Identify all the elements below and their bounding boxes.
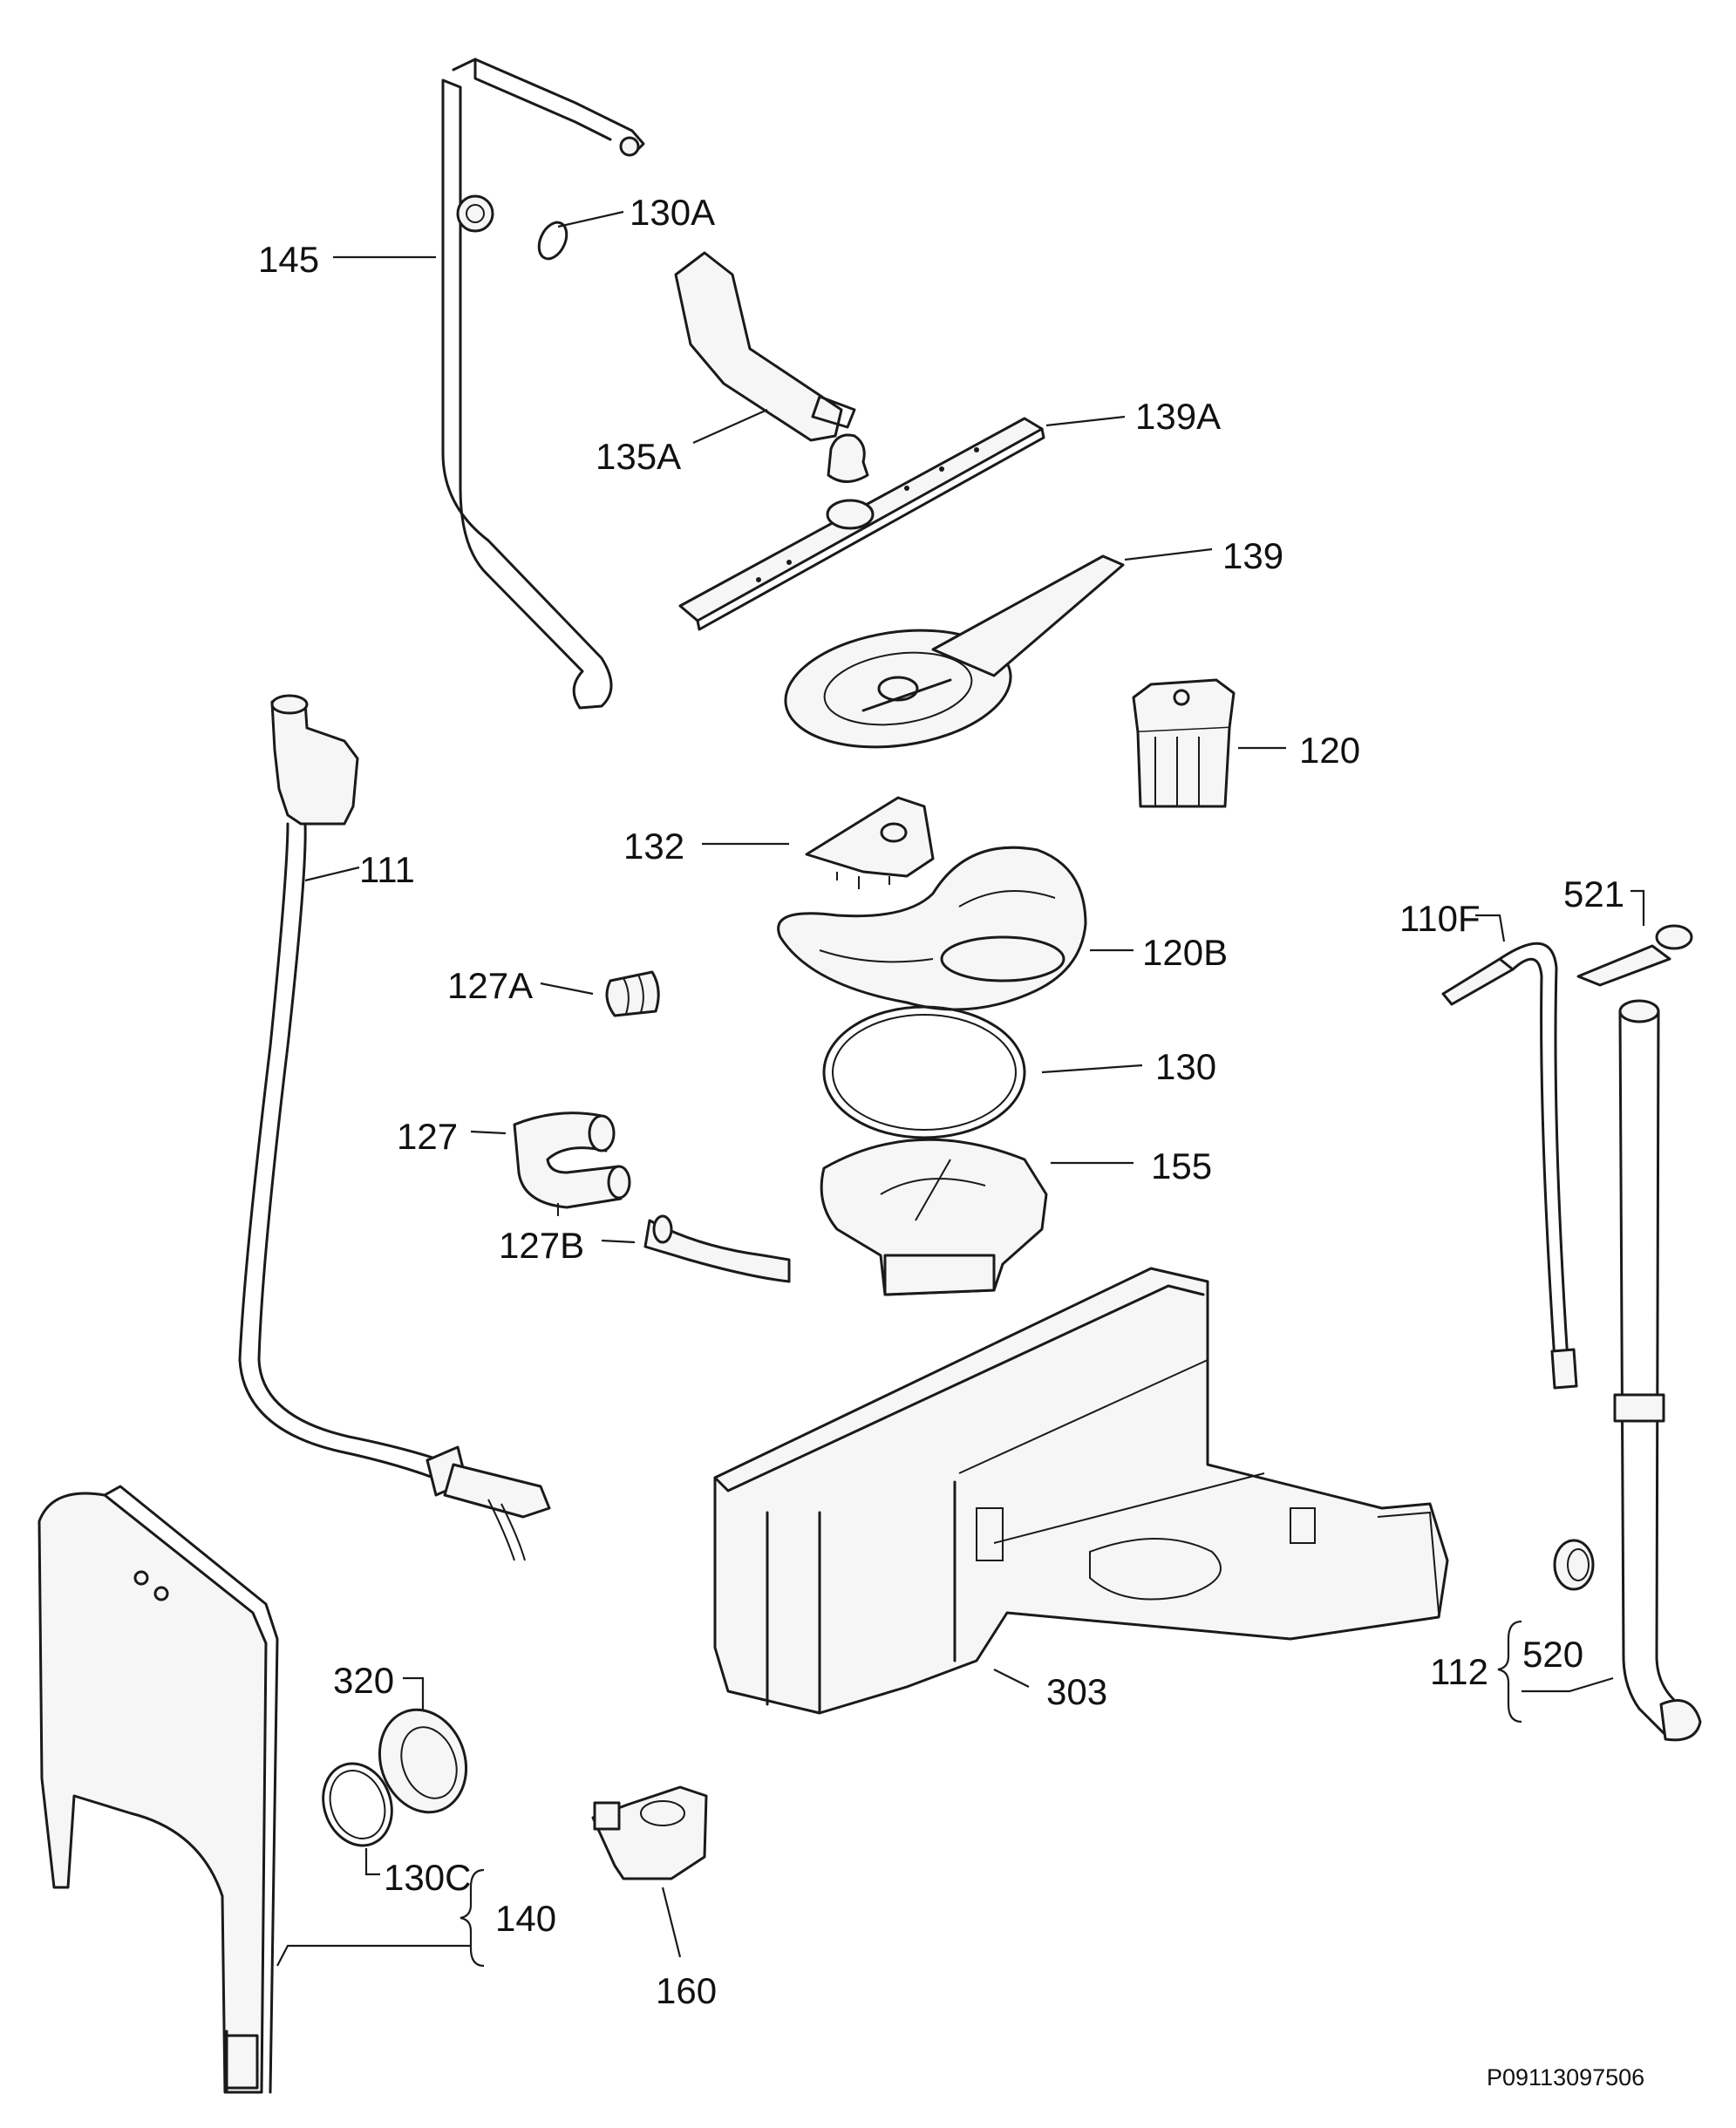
part-139A-upper-spray-arm (678, 417, 1045, 631)
label-139: 139 (1222, 535, 1283, 576)
label-160: 160 (656, 1970, 717, 2011)
label-521: 521 (1563, 874, 1624, 914)
part-320-ring-seal (378, 1708, 468, 1814)
part-120B-micro-filter (777, 846, 1087, 1011)
label-132: 132 (623, 826, 684, 867)
label-110F: 110F (1399, 898, 1481, 939)
leader-lines (276, 210, 1645, 1967)
label-135A: 135A (596, 436, 681, 477)
label-140: 140 (495, 1898, 556, 1939)
part-130C-o-ring (322, 1762, 393, 1847)
part-110F-hose-pipe (1441, 942, 1578, 1390)
label-130C: 130C (384, 1857, 471, 1898)
label-127: 127 (397, 1116, 458, 1157)
part-130-gasket (822, 1005, 1026, 1139)
part-139-lower-spray-arm (784, 554, 1125, 749)
part-303-base (713, 1267, 1449, 1715)
part-120-filter (1132, 678, 1236, 808)
label-120: 120 (1299, 730, 1360, 771)
label-139A: 139A (1135, 396, 1221, 437)
part-127B-hose (643, 1214, 791, 1283)
brace-112 (1497, 1620, 1522, 1723)
part-130A-o-ring (537, 221, 568, 261)
reference-code: P09113097506 (1487, 2064, 1644, 2091)
part-145-spray-tube (441, 58, 645, 710)
part-520-clamp-ring (1553, 1539, 1595, 1591)
part-labels: 145 130A 135A 139A 139 120 111 132 120B … (258, 192, 1644, 2091)
label-127A: 127A (447, 965, 533, 1006)
label-111: 111 (359, 849, 415, 890)
label-130A: 130A (630, 192, 715, 233)
part-155-sump (820, 1138, 1048, 1296)
label-520: 520 (1522, 1634, 1583, 1675)
label-130: 130 (1155, 1046, 1216, 1087)
part-521-clip (1576, 924, 1693, 987)
part-132-water-diverter (805, 796, 935, 889)
part-127-pipe-elbow (513, 1112, 631, 1216)
label-155: 155 (1151, 1146, 1212, 1186)
part-160-valve (591, 1785, 708, 1880)
label-127B: 127B (499, 1225, 584, 1266)
tube-connector-icon (456, 194, 494, 233)
label-120B: 120B (1142, 932, 1228, 973)
part-111-inlet-hose (238, 694, 551, 1561)
brace-140 (460, 1868, 485, 1968)
part-127A-connector (605, 970, 660, 1017)
label-112: 112 (1430, 1651, 1488, 1692)
label-145: 145 (258, 239, 319, 280)
part-112-drain-hose (1613, 999, 1702, 1742)
part-135A-arm-feed (674, 251, 869, 483)
part-140-water-softener (37, 1485, 279, 2094)
label-320: 320 (333, 1660, 394, 1701)
label-303: 303 (1046, 1671, 1107, 1712)
